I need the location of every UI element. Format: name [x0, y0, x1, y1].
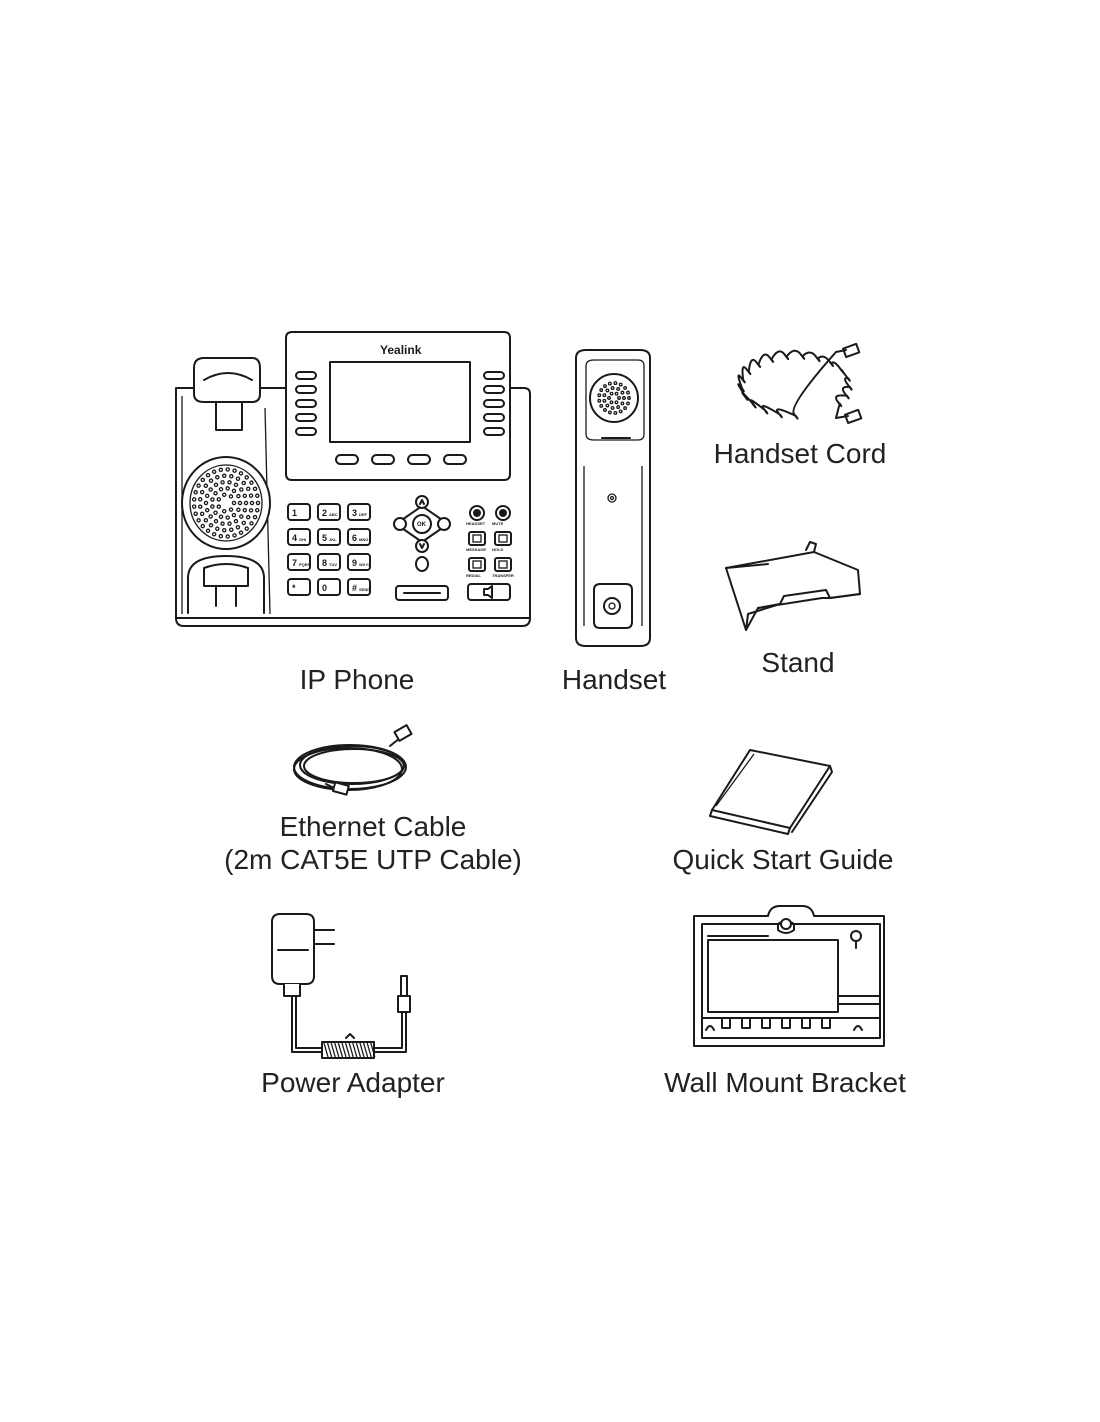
- dial-key-label: 7: [292, 558, 297, 568]
- dial-key-label: 0: [322, 583, 327, 593]
- handset-illustration: [575, 349, 651, 647]
- dial-key-sublabel: PQRS: [299, 562, 311, 567]
- dial-key-label: *: [292, 583, 296, 593]
- brand-logo: Yealink: [380, 343, 422, 357]
- function-key: [494, 531, 512, 546]
- dial-key: [287, 528, 311, 546]
- ip-phone-label: IP Phone: [299, 664, 415, 695]
- dial-key-sublabel: GHI: [299, 537, 306, 542]
- function-key: [494, 557, 512, 572]
- function-key-label: HEADSET: [466, 521, 486, 526]
- dial-key: [317, 528, 341, 546]
- dial-key: [287, 553, 311, 571]
- dial-key-label: 4: [292, 533, 297, 543]
- power-adapter-illustration: [271, 913, 411, 1059]
- handset-label: Handset: [561, 664, 667, 695]
- dial-key: [287, 503, 311, 521]
- coiled-cord-illustration: [737, 342, 863, 425]
- handset-cord-label: Handset Cord: [713, 438, 887, 469]
- wall-mount-bracket-illustration: [693, 905, 885, 1047]
- dial-key-sublabel: TUV: [329, 562, 337, 567]
- dial-key: [347, 578, 371, 596]
- stand-illustration: [725, 541, 861, 631]
- navigation-cluster: OK: [393, 495, 451, 572]
- function-key-label: TRANSFER: [492, 573, 514, 578]
- ethernet-cable-label: Ethernet Cable: [279, 811, 467, 842]
- power-adapter-label: Power Adapter: [261, 1067, 445, 1098]
- ethernet-cable-illustration: [293, 724, 413, 796]
- quick-start-guide-label: Quick Start Guide: [672, 844, 894, 875]
- booklet-illustration: [709, 749, 833, 835]
- dial-key-label: 8: [322, 558, 327, 568]
- dial-key: [317, 578, 341, 596]
- speaker-grille: [191, 467, 261, 539]
- dial-key-sublabel: WXYZ: [359, 562, 371, 567]
- dial-key-label: 2: [322, 508, 327, 518]
- ok-key-label: OK: [417, 522, 427, 528]
- function-key-label: MUTE: [492, 521, 504, 526]
- dial-key-label: 3: [352, 508, 357, 518]
- function-key-label: HOLD: [492, 547, 503, 552]
- cable-bundle: [321, 1033, 376, 1059]
- soft-keys: [335, 454, 467, 465]
- dial-key: [347, 553, 371, 571]
- speakerphone-key: [467, 583, 511, 601]
- dial-key: [347, 528, 371, 546]
- dial-key-sublabel: SEND: [359, 587, 370, 592]
- wall-mount-bracket-label: Wall Mount Bracket: [664, 1067, 906, 1098]
- function-key: [468, 557, 486, 572]
- dial-key: [317, 553, 341, 571]
- dial-key-label: 9: [352, 558, 357, 568]
- earpiece-grille: [597, 381, 631, 415]
- dial-key-label: #: [352, 583, 357, 593]
- dial-key-label: 5: [322, 533, 327, 543]
- ethernet-cable-sublabel: (2m CAT5E UTP Cable): [224, 844, 522, 875]
- dial-key: [317, 503, 341, 521]
- dial-key: [347, 503, 371, 521]
- line-keys: [295, 371, 505, 436]
- stand-label: Stand: [761, 647, 835, 678]
- dial-key-sublabel: ABC: [329, 512, 338, 517]
- function-key-label: REDIAL: [466, 573, 481, 578]
- dial-key: [287, 578, 311, 596]
- dial-key-label: 1: [292, 508, 297, 518]
- function-key-label: MESSAGE: [466, 547, 486, 552]
- function-keys: HEADSET MUTE MESSAGE HOLD REDIAL TRANSFER: [466, 505, 514, 578]
- dial-key-sublabel: JKL: [329, 537, 337, 542]
- function-key: [468, 531, 486, 546]
- dial-key-sublabel: MNO: [359, 537, 368, 542]
- bracket-slots: [721, 1017, 831, 1029]
- dial-key-sublabel: DEF: [359, 512, 368, 517]
- dial-key-label: 6: [352, 533, 357, 543]
